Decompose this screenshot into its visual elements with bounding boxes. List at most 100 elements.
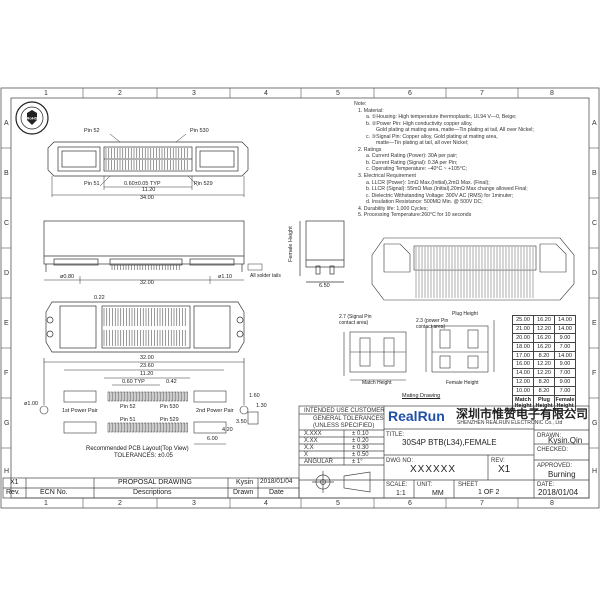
- dim-650: 6.50: [319, 283, 330, 289]
- pcb-pad: [137, 422, 140, 433]
- note-line: matte—Tin plating at tail, all over Nick…: [376, 140, 469, 147]
- pcb-pad: [134, 391, 137, 402]
- label-pin52: Pin 52: [84, 128, 100, 134]
- bottom-view-drawing: [45, 301, 245, 353]
- general-tolerances: GENERAL TOLERANCES: [313, 416, 384, 422]
- title-block: [298, 405, 590, 499]
- pcb-dim-042: 0.42: [166, 379, 177, 385]
- height-table-header-cell: Plug Height: [533, 395, 555, 412]
- height-table-cell: 12.20: [533, 323, 555, 334]
- mating-drawing: [343, 320, 495, 381]
- company-en-name: SHENZHEN REALRUN ELECTRONIC Co., Ltd: [457, 420, 563, 426]
- dim-1120: 11.20: [142, 187, 156, 193]
- pcb-pad: [149, 422, 152, 433]
- pcb-pad: [137, 391, 140, 402]
- height-table-cell: 9.00: [554, 377, 576, 388]
- pcb-pad: [140, 422, 143, 433]
- tolerance-key: X: [304, 452, 309, 458]
- pcb-dim-130: 1.30: [256, 403, 267, 409]
- pcb-pad: [158, 422, 161, 433]
- pcb-dim-2360: 23.60: [140, 363, 154, 369]
- pcb-dim-1120: 11.20: [140, 371, 154, 377]
- label-pin529: Pin 529: [194, 181, 213, 187]
- ruler-row-D-r: D: [592, 270, 598, 277]
- ruler-col-7-bot: 7: [480, 500, 484, 507]
- ruler-col-4-top: 4: [264, 90, 268, 97]
- pcb-pad: [131, 391, 134, 402]
- pcb-pad: [161, 391, 164, 402]
- height-table-cell: 7.00: [554, 386, 576, 397]
- height-table-cell: 16.00: [512, 359, 534, 370]
- pcb-layout-drawing: [39, 358, 259, 445]
- tolerance-key: ANGULAR: [304, 459, 334, 465]
- pcb-dim-100: ø1.00: [24, 401, 39, 407]
- pcb-pad: [179, 391, 182, 402]
- note-line: c. Operating Temperature: −40°C ~ +105°C…: [366, 166, 468, 173]
- revision-header-drawn: Drawn: [233, 489, 254, 496]
- height-table-header-cell: Match Height: [512, 395, 534, 412]
- mating-female-height-label: Female Height: [446, 380, 479, 386]
- pcb-pad: [164, 422, 167, 433]
- note-line: a. LLCR (Power): 1mΩ Max.(Initial),2mΩ M…: [366, 179, 490, 186]
- pcb-pad: [125, 391, 128, 402]
- pcb-pad: [119, 391, 122, 402]
- tolerance-value: ± 0.30: [352, 445, 369, 451]
- pcb-dim-3200: 32.00: [140, 355, 154, 361]
- pcb-pin52: Pin 52: [120, 404, 136, 410]
- pcb-pad: [131, 422, 134, 433]
- height-table-cell: 14.00: [554, 350, 576, 361]
- ruler-row-D-l: D: [4, 270, 10, 277]
- note-line: Gold plating at mating area, matte—Tin p…: [376, 127, 534, 134]
- height-table-cell: 20.00: [512, 332, 534, 343]
- title-label: TITLE:: [386, 432, 405, 438]
- ruler-row-C-l: C: [4, 220, 10, 227]
- rev-value: X1: [498, 464, 511, 475]
- tolerance-value: ± 0.20: [352, 438, 369, 444]
- height-table-cell: 21.00: [512, 323, 534, 334]
- scale-label: SCALE:: [386, 482, 408, 488]
- ruler-row-C-r: C: [592, 220, 598, 227]
- pcb-pad: [173, 391, 176, 402]
- pcb-pad: [170, 422, 173, 433]
- dwg-no: XXXXXX: [410, 464, 457, 475]
- ruler-col-4-bot: 4: [264, 500, 268, 507]
- dim-3400: 34.00: [140, 195, 154, 201]
- pcb-pad: [116, 391, 119, 402]
- ruler-col-1-bot: 1: [44, 500, 48, 507]
- pcb-tolerance: TOLERANCES: ±0.05: [114, 453, 173, 459]
- height-table-cell: 10.00: [512, 386, 534, 397]
- ruler-row-B-r: B: [592, 170, 597, 177]
- tolerance-key: X.X: [304, 445, 314, 451]
- pcb-pad: [173, 422, 176, 433]
- dim-080: ø0.80: [60, 274, 75, 280]
- pcb-pad: [128, 422, 131, 433]
- pcb-pad: [125, 422, 128, 433]
- height-table-cell: 16.20: [533, 332, 555, 343]
- tolerance-key: X.XXX: [304, 431, 322, 437]
- note-line: b. ②Power Pin: High conductivity copper …: [366, 120, 473, 127]
- second-power-pair: 2nd Power Pair: [196, 408, 234, 414]
- intended-use: INTENDED USE CUSTOMER: [304, 408, 385, 414]
- revision-header-date: Date: [269, 489, 284, 496]
- unit-value: MM: [432, 490, 444, 497]
- tolerance-value: ± 1°: [352, 459, 363, 465]
- ruler-row-E-l: E: [4, 320, 9, 327]
- pcb-pad: [161, 422, 164, 433]
- approved-value: Burning: [548, 470, 576, 479]
- pcb-pad: [119, 422, 122, 433]
- plug-height-label: Plug Height: [452, 311, 478, 317]
- notes-block: Note:1. Material:a. ①Housing: High tempe…: [354, 101, 594, 219]
- pcb-pad: [149, 391, 152, 402]
- date-value: 2018/01/04: [538, 488, 579, 497]
- pcb-pad: [113, 422, 116, 433]
- height-table-cell: 12.20: [533, 359, 555, 370]
- revision-descr: PROPOSAL DRAWING: [118, 479, 192, 486]
- height-table-cell: 14.00: [554, 315, 576, 325]
- revision-date: 2018/01/04: [260, 478, 293, 485]
- pcb-pad: [122, 391, 125, 402]
